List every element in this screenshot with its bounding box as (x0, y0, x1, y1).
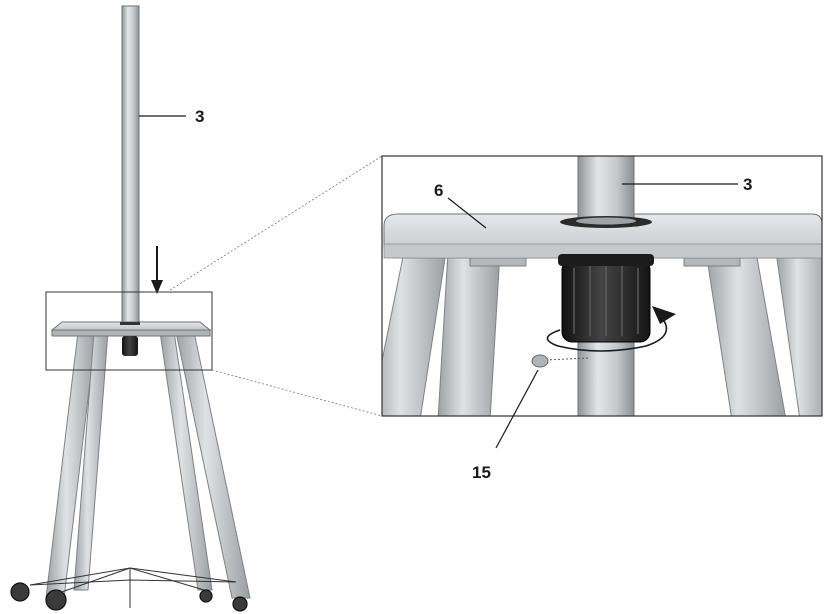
callout-label-pole-detail: 3 (743, 175, 752, 194)
callout-label-screw: 15 (472, 463, 491, 482)
legs (45, 331, 251, 599)
knob-small (122, 336, 138, 356)
callout-label-pole: 3 (195, 107, 204, 126)
callout-leader-platform (447, 197, 487, 229)
platform-edge (51, 329, 211, 337)
wheel (45, 589, 67, 611)
wheel (10, 582, 30, 602)
detail-frame (381, 155, 823, 417)
stand-assembly: 3 (10, 5, 251, 612)
detail-pole-upper (577, 156, 635, 223)
down-arrow-icon (151, 246, 163, 294)
detail-frame-small (45, 291, 213, 371)
detail-legs (382, 251, 822, 416)
wheel (232, 596, 248, 612)
callout-leader-screw (495, 369, 539, 449)
pole (121, 5, 140, 325)
detail-leg-left-inner (437, 251, 501, 416)
wheels (10, 582, 248, 612)
screw (531, 354, 589, 368)
zoom-connector-lines (169, 155, 383, 417)
callout-label-platform: 6 (434, 181, 443, 200)
wheel (199, 589, 213, 603)
platform-slot (120, 322, 140, 325)
detail-pole-lower (577, 339, 635, 416)
detail-view: 3 6 15 (381, 155, 823, 482)
rotate-clockwise-icon (546, 306, 676, 352)
base-cross-wires (29, 567, 237, 608)
